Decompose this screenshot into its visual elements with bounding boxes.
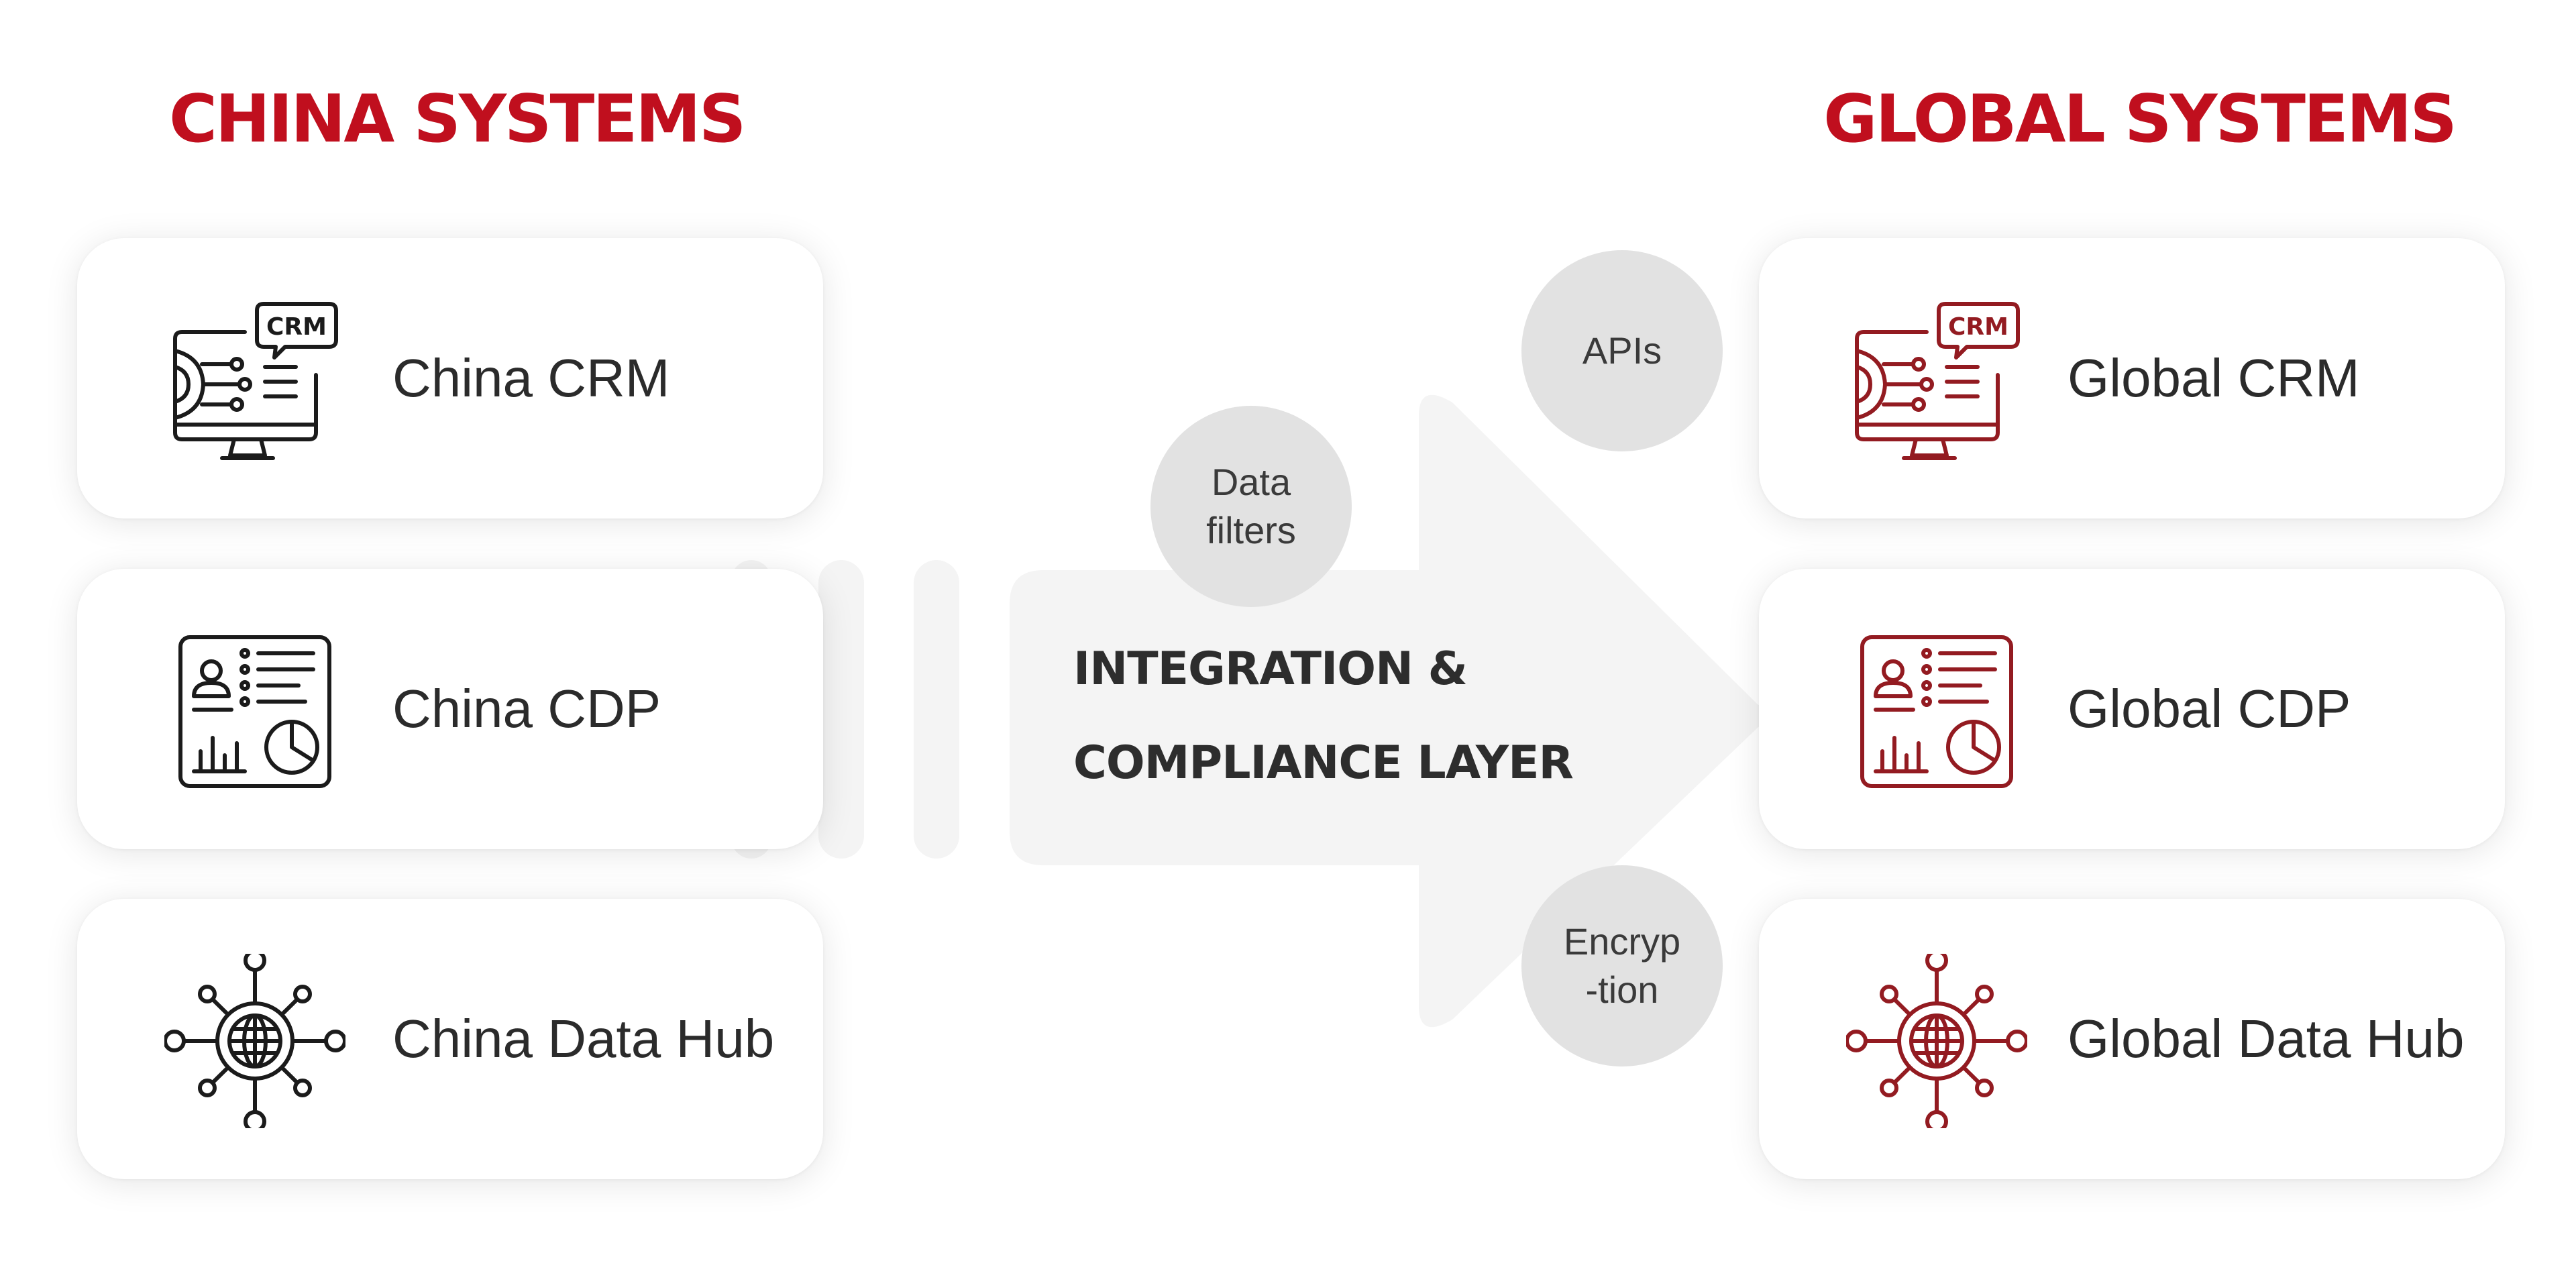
system-label: China CDP bbox=[392, 679, 661, 738]
data-filters-bubble: Data filters bbox=[1150, 406, 1352, 607]
global-cdp-card: Global CDP bbox=[1759, 569, 2505, 849]
bubble-label: APIs bbox=[1582, 329, 1662, 372]
global-crm-card: CRM Global CRM bbox=[1759, 238, 2505, 518]
crm-monitor-icon: CRM bbox=[164, 293, 345, 468]
encryption-bubble: Encryp -tion bbox=[1521, 865, 1723, 1066]
china-systems-heading: CHINA SYSTEMS bbox=[169, 81, 746, 158]
integration-layer-title: INTEGRATION & bbox=[1073, 643, 1468, 696]
system-label: Global CRM bbox=[2068, 348, 2360, 408]
compliance-layer-title: COMPLIANCE LAYER bbox=[1073, 736, 1574, 789]
bubble-label: Data filters bbox=[1206, 461, 1296, 551]
system-label: China CRM bbox=[392, 348, 670, 408]
global-data-hub-card: Global Data Hub bbox=[1759, 899, 2505, 1179]
globe-network-icon bbox=[164, 954, 345, 1128]
system-label: Global Data Hub bbox=[2068, 1009, 2465, 1068]
apis-bubble: APIs bbox=[1521, 250, 1723, 451]
system-label: Global CDP bbox=[2068, 679, 2351, 738]
flow-bar bbox=[914, 560, 959, 859]
dashboard-icon bbox=[164, 624, 345, 798]
china-data-hub-card: China Data Hub bbox=[77, 899, 823, 1179]
flow-bar bbox=[818, 560, 864, 859]
crm-monitor-icon: CRM bbox=[1846, 293, 2027, 468]
china-cdp-card: China CDP bbox=[77, 569, 823, 849]
system-label: China Data Hub bbox=[392, 1009, 775, 1068]
global-systems-heading: GLOBAL SYSTEMS bbox=[1823, 81, 2457, 158]
china-crm-card: CRM China CRM bbox=[77, 238, 823, 518]
svg-text:CRM: CRM bbox=[266, 313, 327, 341]
bubble-label: Encryp -tion bbox=[1563, 920, 1681, 1011]
globe-network-icon bbox=[1846, 954, 2027, 1128]
svg-text:CRM: CRM bbox=[1948, 313, 2008, 341]
dashboard-icon bbox=[1846, 624, 2027, 798]
